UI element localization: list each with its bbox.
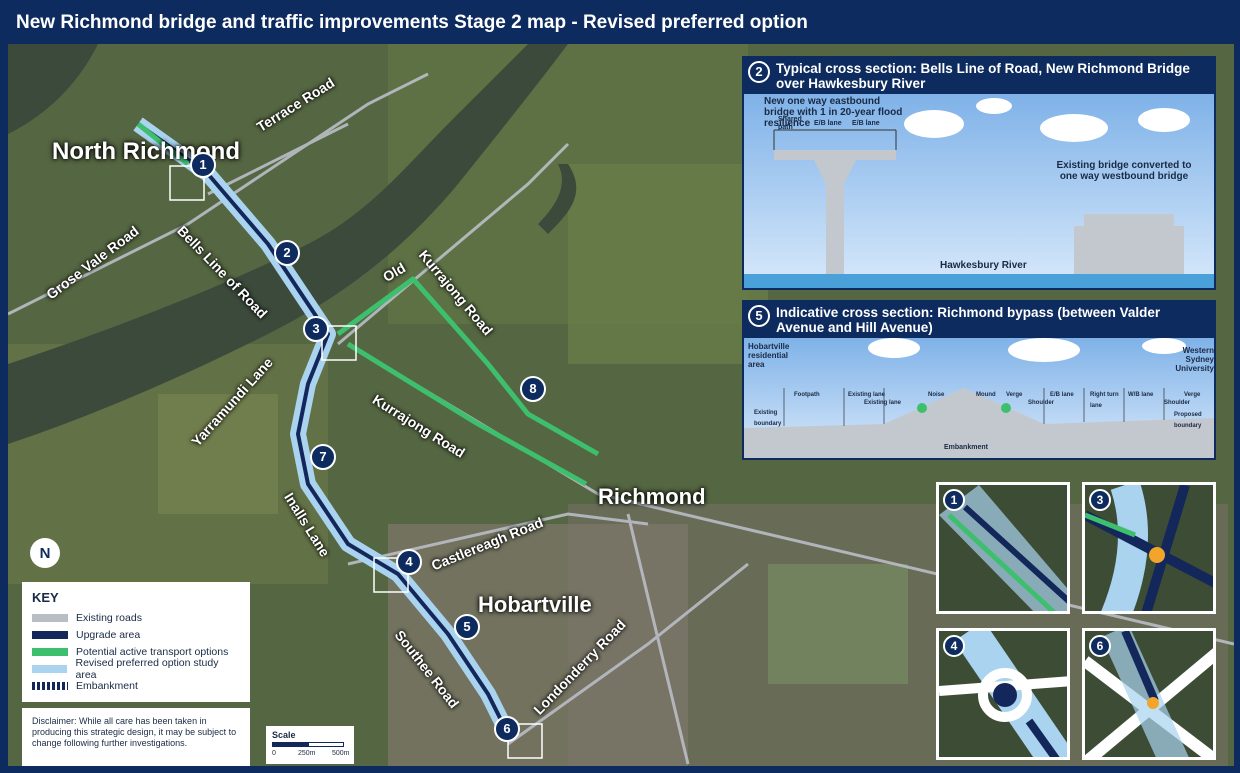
wsu-label: Western Sydney University bbox=[1175, 346, 1214, 373]
embankment-label: Embankment bbox=[944, 444, 988, 451]
scale-ticks: 0 250m 500m bbox=[272, 750, 350, 760]
inset-4[interactable]: 4 bbox=[936, 628, 1070, 760]
key-item-existing-roads: Existing roads bbox=[32, 609, 240, 626]
cross-section-2-panel: 2 Typical cross section: Bells Line of R… bbox=[742, 56, 1216, 290]
inset-6-drawing bbox=[1085, 631, 1213, 757]
map-marker-5[interactable]: 5 bbox=[454, 614, 480, 640]
eb-lane-1-label: E/B lane bbox=[814, 120, 842, 127]
existing-boundary-label: Existing boundary bbox=[754, 410, 782, 427]
north-arrow-icon: N bbox=[30, 538, 60, 568]
eb-lane-label: E/B lane bbox=[1050, 392, 1074, 398]
place-hobartville: Hobartville bbox=[478, 592, 592, 617]
inset-6[interactable]: 6 bbox=[1082, 628, 1216, 760]
map-marker-1[interactable]: 1 bbox=[190, 152, 216, 178]
cross-section-2-title: Typical cross section: Bells Line of Roa… bbox=[776, 61, 1190, 91]
scale-tick-250: 250m bbox=[298, 750, 316, 757]
existing-lane-2-label: Existing lane bbox=[864, 400, 902, 406]
key-item-study-area: Revised preferred option study area bbox=[32, 657, 240, 681]
river-label: Hawkesbury River bbox=[940, 260, 1027, 271]
key-label-embankment: Embankment bbox=[76, 679, 138, 692]
inset-3-number: 3 bbox=[1089, 489, 1111, 511]
map-marker-7[interactable]: 7 bbox=[310, 444, 336, 470]
eb-lane-2-label: E/B lane bbox=[852, 120, 880, 127]
scale-title: Scale bbox=[272, 730, 296, 740]
proposed-boundary-label: Proposed boundary bbox=[1174, 412, 1202, 429]
inset-3-drawing bbox=[1085, 485, 1213, 611]
footpath-label: Footpath bbox=[794, 392, 820, 398]
place-richmond: Richmond bbox=[598, 484, 706, 509]
scale-tick-500: 500m bbox=[332, 750, 350, 757]
key-swatch-existing-roads bbox=[32, 613, 68, 622]
scale-tick-0: 0 bbox=[272, 750, 276, 757]
verge-2-label: Verge bbox=[1184, 392, 1201, 398]
inset-3[interactable]: 3 bbox=[1082, 482, 1216, 614]
key-item-embankment: Embankment bbox=[32, 677, 240, 694]
key-label-upgrade-area: Upgrade area bbox=[76, 628, 141, 641]
hobartville-area-label: Hobartville residential area bbox=[748, 342, 790, 369]
key-item-upgrade-area: Upgrade area bbox=[32, 626, 240, 643]
cross-section-5-title: Indicative cross section: Richmond bypas… bbox=[776, 305, 1161, 335]
map-marker-2[interactable]: 2 bbox=[274, 240, 300, 266]
shoulder-1-label: Shoulder bbox=[1028, 400, 1055, 406]
aerial-map: North Richmond Richmond Hobartville Terr… bbox=[8, 44, 1234, 766]
cross-section-5-header: 5 Indicative cross section: Richmond byp… bbox=[744, 302, 1214, 338]
existing-lane-1-label: Existing lane bbox=[848, 392, 886, 398]
map-key: KEY Existing roads Upgrade area Potentia… bbox=[22, 582, 250, 702]
cross-section-5-diagram: Hobartville residential area Western Syd… bbox=[744, 338, 1214, 458]
disclaimer: Disclaimer: While all care has been take… bbox=[22, 708, 250, 766]
key-title: KEY bbox=[32, 590, 59, 605]
map-marker-6[interactable]: 6 bbox=[494, 716, 520, 742]
key-swatch-embankment-icon bbox=[32, 681, 68, 690]
wb-lane-label: W/B lane bbox=[1128, 392, 1154, 398]
cross-section-5-drawing bbox=[744, 338, 1214, 458]
page-title: New Richmond bridge and traffic improvem… bbox=[0, 0, 1240, 44]
key-swatch-study-area bbox=[32, 664, 68, 673]
new-bridge-label: New one way eastbound bridge with 1 in 2… bbox=[764, 96, 903, 129]
cross-section-2-header: 2 Typical cross section: Bells Line of R… bbox=[744, 58, 1214, 94]
shared-path-label: Shared path bbox=[778, 116, 802, 131]
existing-bridge-label: Existing bridge converted to one way wes… bbox=[1056, 160, 1192, 182]
cross-section-2-diagram: New one way eastbound bridge with 1 in 2… bbox=[744, 94, 1214, 288]
key-swatch-active-transport bbox=[32, 647, 68, 656]
noise-label: Noise bbox=[928, 392, 945, 398]
key-label-study-area: Revised preferred option study area bbox=[75, 656, 219, 681]
inset-4-number: 4 bbox=[943, 635, 965, 657]
map-marker-3[interactable]: 3 bbox=[303, 316, 329, 342]
mound-label: Mound bbox=[976, 392, 996, 398]
inset-6-number: 6 bbox=[1089, 635, 1111, 657]
shoulder-2-label: Shoulder bbox=[1164, 400, 1191, 406]
right-turn-label: Right turn lane bbox=[1090, 392, 1119, 409]
scale-bar: Scale 0 250m 500m bbox=[266, 726, 354, 764]
inset-1-drawing bbox=[939, 485, 1067, 611]
inset-4-drawing bbox=[939, 631, 1067, 757]
key-swatch-upgrade-area bbox=[32, 630, 68, 639]
key-label-active-transport: Potential active transport options bbox=[76, 645, 229, 658]
cross-section-2-drawing bbox=[744, 98, 1214, 288]
cross-section-5-number: 5 bbox=[748, 305, 770, 327]
map-marker-4[interactable]: 4 bbox=[396, 549, 422, 575]
map-marker-8[interactable]: 8 bbox=[520, 376, 546, 402]
inset-1[interactable]: 1 bbox=[936, 482, 1070, 614]
verge-1-label: Verge bbox=[1006, 392, 1023, 398]
scale-bar-graphic bbox=[272, 742, 348, 748]
inset-1-number: 1 bbox=[943, 489, 965, 511]
key-label-existing-roads: Existing roads bbox=[76, 611, 142, 624]
cross-section-2-number: 2 bbox=[748, 61, 770, 83]
key-item-active-transport: Potential active transport options bbox=[32, 643, 240, 660]
cross-section-5-panel: 5 Indicative cross section: Richmond byp… bbox=[742, 300, 1216, 460]
